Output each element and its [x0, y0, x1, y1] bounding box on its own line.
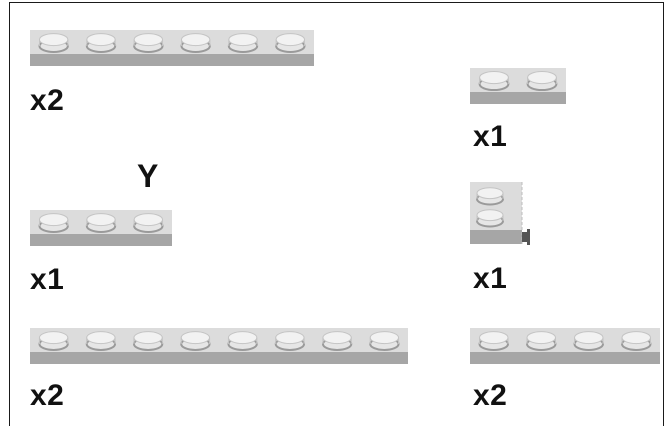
plate-top [30, 30, 314, 56]
stud [38, 213, 69, 233]
stud [321, 331, 353, 351]
stud [132, 331, 164, 351]
connector-pin-end [527, 229, 530, 245]
plate-side [470, 230, 522, 244]
stud [274, 331, 306, 351]
stud [85, 33, 117, 53]
stud [476, 209, 504, 228]
connector-pin [522, 232, 527, 242]
stud [180, 331, 211, 351]
plate-side [30, 54, 314, 66]
stud [85, 331, 117, 351]
stud [38, 331, 69, 351]
plate-side [30, 352, 408, 364]
plate-with-side-studs-icon [470, 182, 530, 245]
plate-side [470, 352, 660, 364]
stud [227, 33, 259, 53]
plate-1x4-icon [470, 328, 660, 364]
plate-side [30, 234, 172, 246]
plate-1x3-icon [30, 210, 172, 246]
plate-1x2-icon [470, 68, 566, 104]
parts-list-panel [9, 2, 664, 426]
plate-1x6-icon [30, 30, 314, 66]
quantity-label-plate-1x6: x2 [30, 84, 65, 117]
plate-1x8-icon [30, 328, 408, 364]
stud [621, 331, 652, 351]
part-marker-y: Y [137, 158, 159, 194]
stud [180, 33, 211, 53]
stud [369, 331, 400, 351]
stud [573, 331, 604, 351]
quantity-label-plate-1x4: x2 [473, 379, 508, 412]
stud [133, 33, 164, 53]
quantity-label-plate-1x2: x1 [473, 120, 508, 153]
stud [85, 213, 117, 233]
stud [526, 70, 558, 92]
stud [133, 213, 164, 233]
stud [476, 187, 504, 206]
stud [478, 70, 510, 92]
quantity-label-plate-1x3: x1 [30, 263, 65, 296]
stud [478, 331, 509, 351]
stud [227, 331, 258, 351]
stud [526, 331, 557, 351]
quantity-label-plate-with-side-studs: x1 [473, 262, 508, 295]
plate-side [470, 92, 566, 104]
quantity-label-plate-1x8: x2 [30, 379, 65, 412]
stud [275, 33, 306, 53]
stud [38, 33, 69, 53]
